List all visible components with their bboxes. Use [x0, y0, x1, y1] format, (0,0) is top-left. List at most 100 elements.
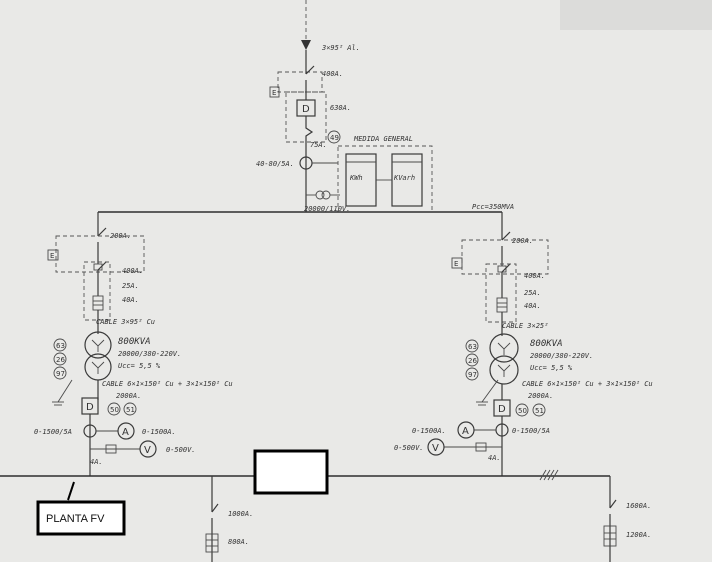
right-badge-50-label: 50	[518, 407, 527, 415]
mid-feeder-switch-rating: 1000A.	[228, 510, 253, 518]
left-badge-50	[107, 402, 121, 416]
main-protection-enclosure	[285, 91, 327, 143]
right-badge-51	[532, 403, 546, 417]
left-transformer-power: 800KVA	[118, 337, 151, 347]
right-badge-97	[465, 367, 479, 381]
left-current-40: 40A.	[122, 296, 139, 304]
left-badge-26-label: 26	[56, 356, 65, 364]
right-switch-enclosure	[461, 239, 549, 275]
left-voltmeter-icon	[139, 440, 157, 458]
left-switch-enclosure	[55, 235, 145, 273]
left-badge-97-label: 97	[56, 370, 65, 378]
measure-label: MEDIDA GENERAL	[353, 135, 413, 143]
switch-blade-icon	[305, 65, 315, 75]
right-voltmeter-icon	[427, 438, 445, 456]
left-earth-label: E	[50, 252, 54, 260]
badge-49-label: 49	[330, 134, 339, 142]
right-breaker-rating: 2000A.	[528, 392, 553, 400]
left-ammeter-label: A	[122, 427, 129, 438]
busbar-hatch-icon	[539, 469, 559, 481]
right-badge-26	[465, 353, 479, 367]
earth-switch-icon	[269, 86, 280, 98]
left-transformer-ucc: Ucc= 5,5 %	[118, 362, 161, 370]
right-ammeter-range: 0-1500A.	[412, 427, 446, 435]
earth-symbol-label: E	[272, 89, 276, 97]
right-feeder-switch-icon	[609, 499, 617, 509]
left-lv-disconnector-label: D	[86, 402, 94, 413]
left-transformer-ratio: 20000/380-220V.	[118, 350, 181, 358]
left-badge-50-label: 50	[110, 406, 119, 414]
right-feeder-fuse-icon	[603, 525, 617, 547]
pcc-label: Pcc=350MVA	[472, 203, 514, 211]
right-earth-label: E	[454, 260, 458, 268]
mid-feeder-fuse-icon	[205, 533, 219, 553]
left-ammeter-icon	[117, 422, 135, 440]
paper-shade	[560, 0, 712, 30]
right-ct-ratio: 0-1500/5A	[512, 427, 550, 435]
right-badge-63	[465, 339, 479, 353]
mid-feeder: 1000A. 800A.	[205, 476, 253, 562]
left-badge-51-label: 51	[126, 406, 135, 414]
left-branch: 200A. E 400A. 25A. 40A. CABLE 3×95² Cu 8…	[34, 212, 233, 476]
left-ct-ratio: 0-1500/5A	[34, 428, 72, 436]
blank-overlay-box	[253, 449, 329, 495]
right-ammeter-label: A	[462, 426, 469, 437]
right-cable-label: CABLE 3×25²	[502, 322, 548, 330]
right-badge-97-label: 97	[468, 371, 477, 379]
main-vt-ratio: 20000/110V.	[304, 205, 350, 213]
kvarh-meter-label: KVarh	[393, 174, 415, 182]
left-transformer-primary-icon	[84, 331, 112, 359]
right-branch: 200A. E 400A. 25A. 40A. CABLE 3×25² 800K…	[394, 212, 653, 476]
left-fuse-top-rating: 400A.	[122, 267, 143, 275]
right-ammeter-icon	[457, 421, 475, 439]
mid-feeder-fuse-rating: 800A.	[228, 538, 249, 546]
left-switch-icon	[97, 227, 107, 237]
right-lv-disconnector-label: D	[498, 404, 506, 415]
main-disconnector-label: D	[302, 104, 310, 115]
left-neutral-earth-line	[57, 379, 73, 403]
right-transformer-primary-icon	[489, 333, 519, 363]
planta-fv-label: PLANTA FV	[46, 513, 105, 525]
left-lv-cable: CABLE 6×1×150² Cu + 3×1×150² Cu	[102, 380, 233, 388]
right-neutral-earth-line	[481, 379, 499, 403]
main-fuse-rating: 630A.	[330, 104, 351, 112]
left-badge-26	[53, 352, 67, 366]
left-badge-63-label: 63	[56, 342, 65, 350]
left-earth-icon	[47, 249, 59, 261]
left-current-25: 25A.	[122, 282, 139, 290]
right-voltmeter-range: 0-500V.	[394, 444, 424, 452]
right-lv-cable: CABLE 6×1×150² Cu + 3×1×150² Cu	[522, 380, 653, 388]
main-breaker-rating: 75A.	[310, 141, 327, 149]
main-switch-rating: 400A.	[322, 70, 343, 78]
badge-49	[327, 130, 341, 144]
left-voltmeter-range: 0-500V.	[166, 446, 196, 454]
right-badge-50	[515, 403, 529, 417]
right-transformer-ucc: Ucc= 5,5 %	[530, 364, 573, 372]
right-transformer-power: 800KVA	[530, 339, 563, 349]
main-ct-ratio: 40-80/5A.	[256, 160, 294, 168]
left-badge-51	[123, 402, 137, 416]
incoming-cable-label: 3×95² Al.	[321, 44, 360, 52]
right-feeder-fuse-rating: 1200A.	[626, 531, 651, 539]
left-voltmeter-label: V	[144, 445, 151, 456]
right-fuse-top-rating: 400A.	[524, 272, 545, 280]
kwh-meter-label: KWh	[349, 174, 363, 182]
planta-fv-pointer	[67, 481, 75, 501]
right-feeder-switch-rating: 1600A.	[626, 502, 651, 510]
left-cable-label: CABLE 3×95² Cu	[96, 318, 155, 326]
arrow-down-icon	[301, 40, 311, 50]
right-current-25: 25A.	[524, 289, 541, 297]
left-ammeter-range: 0-1500A.	[142, 428, 176, 436]
left-badge-63	[53, 338, 67, 352]
mid-feeder-switch-icon	[211, 503, 219, 513]
right-fuse-4a: 4A.	[488, 454, 501, 462]
right-transformer-secondary-icon	[489, 355, 519, 385]
right-current-40: 40A.	[524, 302, 541, 310]
right-switch-rating: 200A.	[512, 237, 533, 245]
left-badge-97	[53, 366, 67, 380]
left-breaker-rating: 2000A.	[116, 392, 141, 400]
left-fuse-4a: 4A.	[90, 458, 103, 466]
main-breaker-icon	[305, 116, 314, 150]
